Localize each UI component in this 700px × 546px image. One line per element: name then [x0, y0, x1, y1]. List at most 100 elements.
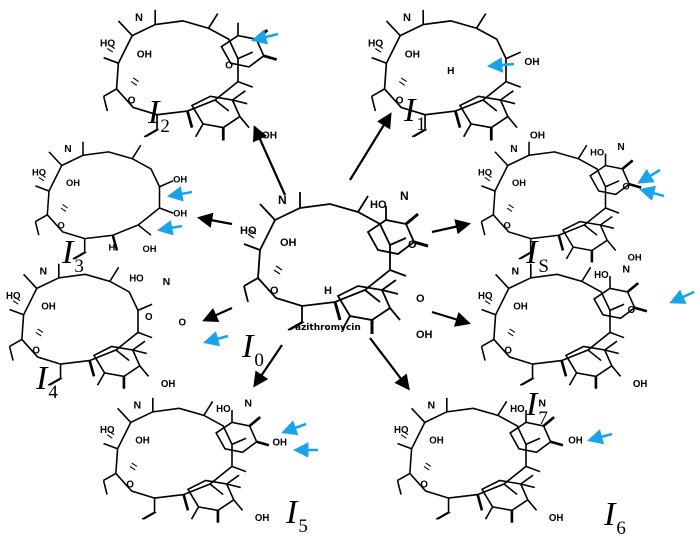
svg-text:N: N [511, 265, 519, 277]
structure-I2: N OH HO O O OH [100, 8, 279, 142]
svg-text:OH: OH [41, 302, 56, 313]
svg-text:O: O [504, 346, 512, 357]
structure-I6: N OH HO O HO N OH OH [394, 396, 583, 525]
svg-text:HO: HO [590, 147, 604, 157]
svg-text:HO: HO [32, 168, 46, 178]
atom-OMe: O [416, 293, 425, 305]
svg-text:HO: HO [129, 273, 144, 284]
svg-text:N: N [64, 144, 71, 155]
label-IS: IS [526, 234, 549, 277]
svg-text:O: O [32, 346, 40, 357]
svg-text:N: N [39, 265, 47, 277]
svg-text:OH: OH [173, 175, 187, 185]
arrow-to-I6 [369, 337, 410, 391]
structure-I4: N OH HO O HO N O O OH [6, 262, 186, 391]
svg-text:OH: OH [173, 209, 187, 219]
svg-text:OH: OH [524, 57, 539, 68]
reaction-arrows [196, 112, 472, 391]
svg-text:N: N [135, 12, 143, 24]
svg-text:OH: OH [135, 436, 150, 447]
svg-text:N: N [510, 144, 517, 155]
svg-text:O: O [58, 220, 65, 230]
arrow-to-I4 [202, 306, 233, 323]
svg-text:O: O [126, 480, 134, 491]
arrow-to-I3 [196, 212, 233, 228]
svg-text:HO: HO [100, 39, 115, 50]
atom-HO: HO [370, 199, 387, 211]
structure-I7: N OH HO O HO N O OH [478, 262, 649, 391]
svg-text:H: H [447, 66, 454, 77]
label-I2: I2 [148, 94, 170, 137]
arrow-to-I7 [431, 310, 471, 327]
arrow-to-I5 [253, 344, 283, 388]
structure-I0: N OH HO O H HO N O OH O [240, 189, 433, 341]
svg-text:OH: OH [255, 513, 270, 524]
svg-text:O: O [623, 181, 630, 191]
svg-text:OH: OH [633, 379, 648, 390]
arrow-to-I1 [349, 112, 392, 181]
svg-text:N: N [163, 276, 171, 288]
marker-I4 [202, 331, 229, 347]
I0-name: azithromycin [295, 323, 361, 333]
svg-text:N: N [622, 264, 630, 276]
marker-I3-b [156, 220, 183, 236]
svg-text:O: O [628, 305, 636, 316]
structure-I3: N OH HO O OH OH H OH [32, 140, 187, 261]
atom-N: N [400, 189, 409, 203]
svg-text:OH: OH [530, 131, 545, 142]
structure-I5: N OH HO O HO N OH OH [100, 396, 287, 525]
svg-text:HO: HO [6, 291, 21, 302]
svg-text:OH: OH [549, 513, 564, 524]
label-I5: I5 [286, 494, 308, 537]
svg-text:N: N [617, 142, 624, 153]
svg-text:HO: HO [216, 404, 231, 415]
svg-text:O: O [128, 96, 136, 107]
svg-text:OH: OH [272, 437, 287, 448]
svg-text:N: N [403, 12, 411, 24]
atom-O: O [270, 285, 279, 297]
arrow-to-I2 [253, 125, 287, 196]
svg-text:HO: HO [478, 168, 492, 178]
svg-text:OH: OH [512, 178, 526, 188]
svg-text:OH: OH [513, 302, 528, 313]
svg-text:OH: OH [628, 253, 642, 263]
svg-text:OH: OH [161, 379, 176, 390]
label-I7: I7 [526, 386, 548, 429]
marker-I2 [250, 29, 279, 45]
svg-text:HO: HO [368, 39, 383, 50]
svg-text:O: O [178, 317, 186, 328]
structure-IS: N OH HO O HO N O OH [478, 140, 643, 264]
svg-text:H: H [108, 243, 115, 253]
svg-text:HO: HO [100, 425, 115, 436]
svg-text:OH: OH [568, 436, 583, 447]
svg-text:HO: HO [510, 404, 525, 415]
svg-text:OH: OH [137, 50, 152, 61]
label-I6: I6 [604, 496, 626, 539]
label-I3: I3 [62, 234, 84, 277]
svg-text:HO: HO [594, 270, 609, 281]
svg-text:O: O [225, 61, 233, 72]
structure-I1: N OH HO O OH H OH [368, 8, 545, 142]
svg-text:N: N [427, 399, 435, 411]
marker-I6 [586, 429, 613, 445]
atom-O: O [408, 239, 417, 251]
marker-I1 [486, 57, 515, 73]
svg-text:OH: OH [262, 131, 277, 142]
svg-text:N: N [538, 398, 546, 410]
svg-text:HO: HO [478, 291, 493, 302]
marker-IS-a [637, 168, 661, 184]
svg-text:HO: HO [394, 425, 409, 436]
atom-OH: OH [280, 237, 297, 249]
marker-IS-b [638, 185, 665, 201]
label-I0: I0 [242, 328, 264, 371]
svg-text:N: N [244, 398, 252, 410]
svg-text:O: O [504, 220, 511, 230]
marker-I5-a [281, 420, 307, 436]
svg-text:O: O [396, 96, 404, 107]
marker-I3-a [166, 186, 193, 202]
arrow-to-IS [431, 219, 472, 235]
svg-text:OH: OH [405, 50, 420, 61]
svg-text:OH: OH [429, 436, 444, 447]
svg-text:O: O [145, 312, 153, 323]
atom-H: H [324, 285, 332, 297]
